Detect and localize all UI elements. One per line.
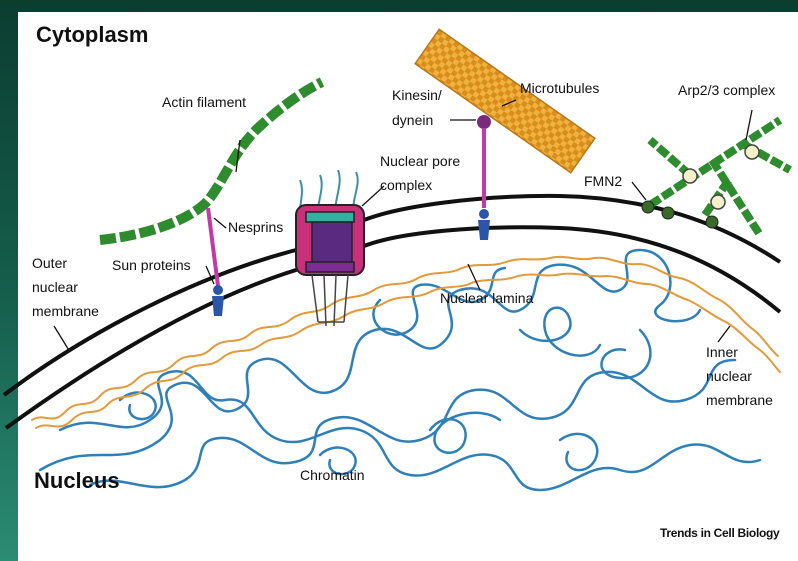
label-outer-1: Outer — [32, 255, 67, 271]
microtubules — [415, 29, 595, 172]
label-actin-filament: Actin filament — [162, 94, 246, 110]
label-chromatin: Chromatin — [300, 467, 365, 483]
label-dynein: dynein — [392, 112, 433, 128]
label-sun-proteins: Sun proteins — [112, 257, 191, 273]
label-inner-2: nuclear — [706, 368, 752, 384]
label-nuclear-lamina: Nuclear lamina — [440, 290, 534, 306]
outer-nuclear-membrane — [4, 196, 780, 395]
label-inner-3: membrane — [706, 392, 773, 408]
label-outer-3: membrane — [32, 303, 99, 319]
nuclear-pore-complex — [296, 170, 364, 326]
label-credit: Trends in Cell Biology — [660, 526, 780, 540]
label-arp23-complex: Arp2/3 complex — [678, 82, 775, 98]
label-nuclear-pore-2: complex — [380, 177, 432, 193]
label-nucleus: Nucleus — [34, 468, 120, 493]
label-fmn2: FMN2 — [584, 173, 622, 189]
label-microtubules: Microtubules — [520, 80, 599, 96]
label-kinesin: Kinesin/ — [392, 87, 442, 103]
kinesin-nesprin-middle — [477, 115, 491, 240]
label-cytoplasm: Cytoplasm — [36, 22, 148, 47]
chromatin-strands — [40, 250, 760, 490]
nuclear-lamina — [32, 257, 780, 428]
label-inner-1: Inner — [706, 344, 738, 360]
label-nesprins: Nesprins — [228, 219, 283, 235]
label-outer-2: nuclear — [32, 279, 78, 295]
label-nuclear-pore-1: Nuclear pore — [380, 153, 460, 169]
